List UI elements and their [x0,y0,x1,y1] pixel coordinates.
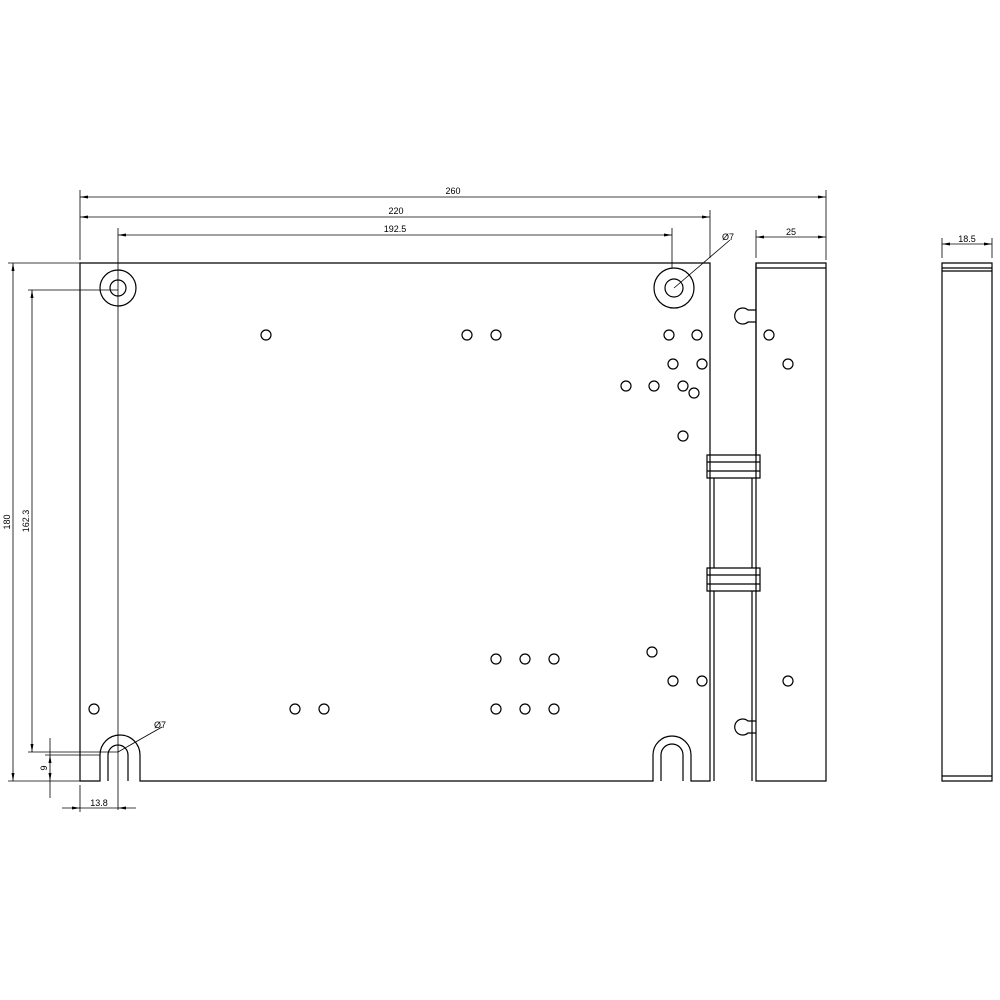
mounting-hole [688,387,700,399]
dimension-arrowhead [80,195,88,199]
dimension-arrowhead [30,744,34,752]
keyhole-lower [734,718,756,736]
dimension-arrowhead [818,235,826,239]
end-outline [941,262,993,782]
dim-text-192-5: 192.5 [384,224,407,234]
mounting-hole [490,703,502,715]
mounting-hole [519,653,531,665]
small-holes [88,329,794,715]
side-tab-lower [706,567,761,592]
dimension-arrowhead [984,242,992,246]
mounting-hole [648,380,660,392]
dim-text-dia-bottom: Ø7 [154,720,166,730]
dimension-arrowhead [942,242,950,246]
mounting-hole [548,653,560,665]
front-view [79,262,794,782]
mounting-hole [667,358,679,370]
dimension-arrowhead [118,806,126,810]
mounting-hole [88,703,100,715]
mounting-hole [677,380,689,392]
dimension-arrows [11,195,992,810]
dim-text-180: 180 [2,514,12,529]
dim-text-18-5: 18.5 [958,234,976,244]
mounting-hole [763,329,775,341]
dimension-arrowhead [11,263,15,271]
side-tab-upper [706,454,761,479]
dim-text-dia-top: Ø7 [722,232,734,242]
dim-text-25: 25 [786,227,796,237]
mounting-hole [677,430,689,442]
dimension-arrowhead [30,290,34,298]
mounting-hole [696,675,708,687]
leader-dia-bottom [117,726,163,753]
mounting-hole [548,703,560,715]
keyhole-upper [734,307,756,325]
mounting-hole [519,703,531,715]
mounting-hole [461,329,473,341]
mounting-hole [782,358,794,370]
dimension-arrowhead [11,773,15,781]
mounting-hole [289,703,301,715]
dimension-arrowhead [818,195,826,199]
dimension-arrowhead [118,233,126,237]
side-outline [755,262,827,782]
dim-text-220: 220 [388,206,403,216]
dimension-arrowhead [72,806,80,810]
dim-text-162-3: 162.3 [21,510,31,533]
side-body-joint [713,478,753,781]
mounting-hole [260,329,272,341]
dim-text-13-8: 13.8 [90,798,108,808]
leader-dia-top [673,239,731,289]
plate-outline [79,262,711,782]
mounting-hole [663,329,675,341]
mounting-hole [490,329,502,341]
mounting-hole [318,703,330,715]
mount-hole-top-right [664,278,684,298]
mounting-hole [646,646,658,658]
mounting-hole [667,675,679,687]
dimension-lines [8,190,993,812]
dimension-arrowhead [702,215,710,219]
side-view [706,262,827,782]
dimension-arrowhead [664,233,672,237]
dim-text-9: 9 [39,765,49,770]
mounting-hole [620,380,632,392]
slot-inner-right [660,743,684,781]
mount-boss-top-right [653,267,695,309]
dimension-arrowhead [48,755,52,763]
dimension-arrowhead [48,773,52,781]
mounting-hole [691,329,703,341]
dimension-arrowhead [80,215,88,219]
dimension-arrowhead [756,235,764,239]
mounting-hole [490,653,502,665]
mounting-hole [782,675,794,687]
dim-text-260: 260 [445,186,460,196]
mounting-hole [696,358,708,370]
end-view [941,262,993,782]
